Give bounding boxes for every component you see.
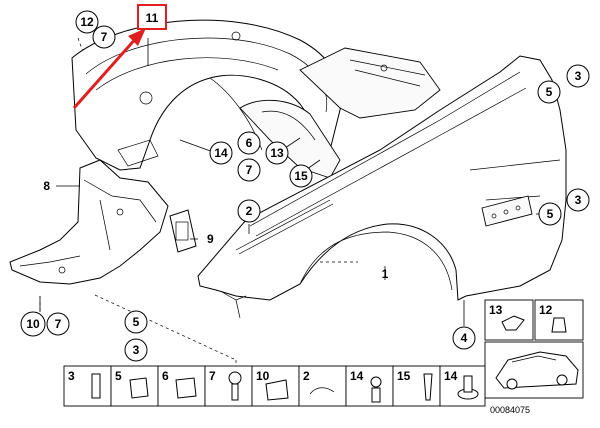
- callout-7-middle[interactable]: 7: [237, 158, 261, 182]
- callout-5-mid-right[interactable]: 5: [538, 202, 562, 226]
- svg-text:12: 12: [539, 303, 553, 317]
- svg-text:5: 5: [547, 207, 554, 221]
- hardware-item-6[interactable]: 6: [157, 365, 206, 407]
- hardware-item-5[interactable]: 5: [110, 365, 159, 407]
- hardware-box-12[interactable]: 12: [534, 299, 584, 341]
- svg-text:10: 10: [256, 369, 270, 383]
- svg-text:6: 6: [162, 369, 169, 383]
- svg-text:12: 12: [80, 15, 94, 29]
- svg-text:11: 11: [146, 11, 159, 25]
- label-8[interactable]: 8: [43, 179, 50, 193]
- svg-text:7: 7: [209, 369, 216, 383]
- svg-text:5: 5: [133, 315, 140, 329]
- svg-text:3: 3: [68, 369, 75, 383]
- svg-text:15: 15: [294, 169, 308, 183]
- svg-text:7: 7: [246, 163, 253, 177]
- callout-15[interactable]: 15: [289, 164, 313, 188]
- svg-text:13: 13: [270, 146, 284, 160]
- svg-text:13: 13: [489, 303, 503, 317]
- svg-text:10: 10: [26, 317, 40, 331]
- label-1[interactable]: 1: [382, 267, 389, 281]
- document-id: 00084075: [490, 405, 530, 415]
- svg-text:3: 3: [575, 69, 582, 83]
- svg-text:4: 4: [461, 331, 468, 345]
- callout-2[interactable]: 2: [237, 199, 261, 223]
- hardware-item-14b[interactable]: 14: [439, 365, 486, 407]
- hardware-item-3[interactable]: 3: [63, 365, 112, 407]
- callout-13[interactable]: 13: [265, 141, 289, 165]
- hardware-strip: 3 5 6 7 10 2: [63, 365, 486, 407]
- lower-liner: [9, 159, 169, 285]
- svg-text:14: 14: [350, 369, 364, 383]
- svg-text:2: 2: [246, 204, 253, 218]
- callout-10[interactable]: 10: [20, 311, 46, 337]
- seal-strip: [235, 199, 334, 255]
- hardware-box-13[interactable]: 13: [484, 299, 534, 341]
- splash-panel: [239, 47, 441, 179]
- svg-text:3: 3: [575, 193, 582, 207]
- svg-text:5: 5: [115, 369, 122, 383]
- hardware-item-10[interactable]: 10: [251, 365, 300, 407]
- callout-5-left[interactable]: 5: [124, 310, 148, 334]
- callout-7-left[interactable]: 7: [46, 312, 70, 336]
- svg-text:8: 8: [43, 179, 50, 193]
- fender: [197, 55, 567, 319]
- callout-14[interactable]: 14: [209, 141, 233, 165]
- callout-3-mid-right[interactable]: 3: [566, 188, 590, 212]
- callout-7-top[interactable]: 7: [92, 25, 116, 49]
- callout-11-highlighted[interactable]: 11: [137, 4, 167, 30]
- svg-text:7: 7: [55, 317, 62, 331]
- vehicle-locator: [484, 341, 584, 399]
- svg-text:5: 5: [546, 85, 553, 99]
- callout-6[interactable]: 6: [237, 131, 261, 155]
- svg-text:9: 9: [207, 232, 214, 246]
- callout-3-left[interactable]: 3: [124, 338, 148, 362]
- svg-text:7: 7: [101, 30, 108, 44]
- label-9[interactable]: 9: [207, 232, 214, 246]
- hardware-item-14[interactable]: 14: [345, 365, 394, 407]
- bracket: [169, 209, 197, 253]
- svg-text:15: 15: [397, 369, 411, 383]
- svg-text:14: 14: [214, 146, 228, 160]
- callout-3-top-right[interactable]: 3: [566, 64, 590, 88]
- svg-text:2: 2: [303, 369, 310, 383]
- callout-12[interactable]: 12: [75, 10, 99, 34]
- svg-text:3: 3: [133, 343, 140, 357]
- hardware-item-15[interactable]: 15: [392, 365, 441, 407]
- hardware-item-2[interactable]: 2: [298, 365, 347, 407]
- callout-4[interactable]: 4: [452, 326, 476, 350]
- svg-text:1: 1: [382, 267, 389, 281]
- hardware-item-7[interactable]: 7: [204, 365, 253, 407]
- highlight-arrow: [72, 28, 146, 109]
- svg-text:14: 14: [444, 369, 458, 383]
- callout-5-top-right[interactable]: 5: [537, 80, 561, 104]
- svg-text:6: 6: [246, 136, 253, 150]
